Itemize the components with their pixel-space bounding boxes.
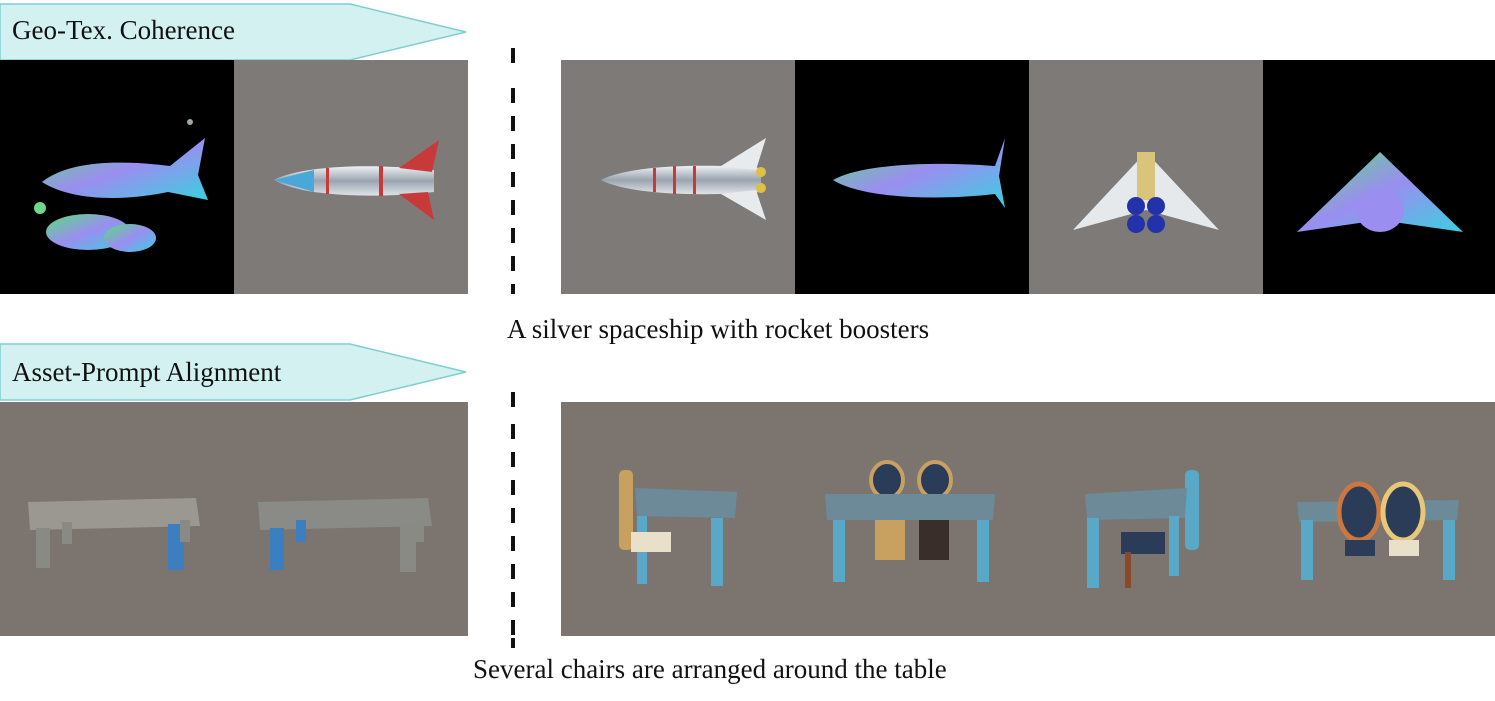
divider-dash <box>511 424 515 439</box>
silver-spaceship-side-icon <box>561 60 795 294</box>
image-row-spaceship <box>0 48 1495 294</box>
divider-dash <box>511 172 515 187</box>
tag-arrow-shape <box>0 3 467 61</box>
table-with-two-chairs-back-icon <box>795 402 1029 636</box>
divider-dash <box>511 592 515 607</box>
image-row-table <box>0 392 1495 648</box>
table-with-two-chairs-front-icon <box>1263 402 1495 636</box>
section-tag-geo-tex: Geo-Tex. Coherence <box>0 3 468 61</box>
divider-dash <box>511 116 515 131</box>
divider-dash <box>511 564 515 579</box>
spaceship-normal-map-side-icon <box>795 60 1029 294</box>
rocket-normal-map-with-clouds-icon <box>0 60 234 294</box>
divider-dash <box>511 480 515 495</box>
table-with-chair-right-icon <box>1029 402 1263 636</box>
divider-dash <box>511 228 515 243</box>
divider-dash <box>511 48 515 63</box>
table-with-chair-left-icon <box>561 402 795 636</box>
divider-dash <box>511 200 515 215</box>
caption-spaceship: A silver spaceship with rocket boosters <box>507 314 930 344</box>
stone-table-icon <box>0 402 234 636</box>
divider-dash <box>511 88 515 103</box>
divider-dash <box>511 144 515 159</box>
divider-dash <box>511 256 515 271</box>
divider-dash <box>511 638 515 648</box>
section-tag-label: Geo-Tex. Coherence <box>12 15 236 45</box>
divider-dash <box>511 508 515 523</box>
caption-table: Several chairs are arranged around the t… <box>473 654 947 684</box>
divider-dash <box>511 536 515 551</box>
divider-dash <box>511 452 515 467</box>
tag-arrow-shape <box>0 343 467 401</box>
divider-dash <box>511 620 515 635</box>
divider-dash <box>511 284 515 294</box>
divider-dash <box>511 392 515 407</box>
section-tag-asset-prompt: Asset-Prompt Alignment <box>0 343 468 401</box>
spaceship-rear-boosters-icon <box>1029 60 1263 294</box>
section-tag-label: Asset-Prompt Alignment <box>12 357 282 387</box>
silver-rocket-red-fins-icon <box>234 60 468 294</box>
spaceship-normal-map-rear-icon <box>1263 60 1495 294</box>
stone-table-blue-legs-icon <box>234 402 468 636</box>
